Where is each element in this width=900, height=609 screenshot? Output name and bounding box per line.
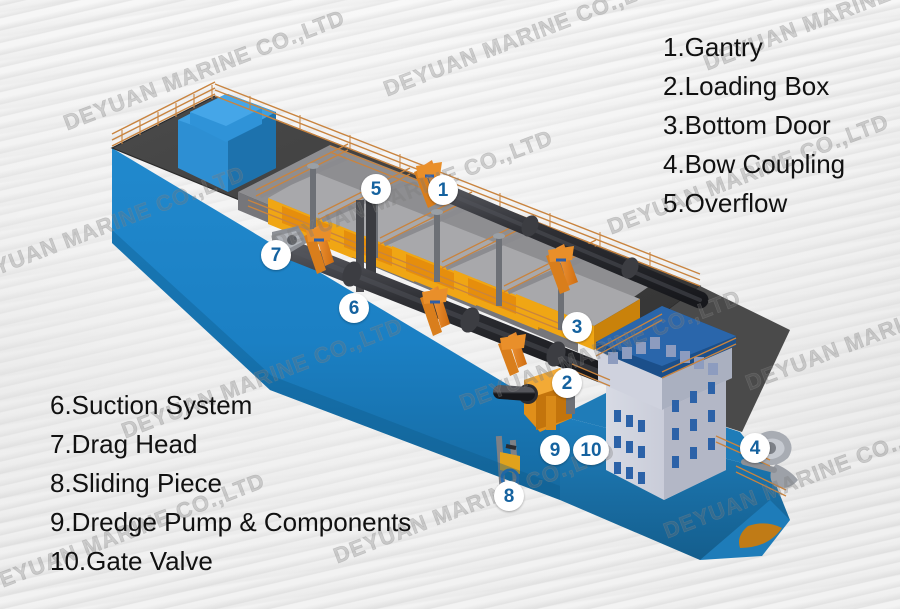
superstructure — [571, 306, 737, 500]
gantry-mid — [546, 244, 578, 294]
deck-railing-port — [111, 81, 216, 147]
legend-item-8: 8.Sliding Piece — [50, 468, 222, 498]
bulbous-bow — [739, 523, 782, 548]
legend-item-4: 4.Bow Coupling — [663, 149, 846, 179]
callout-badge-4[interactable]: 4 — [740, 433, 770, 463]
bridge-windows — [608, 337, 718, 375]
callout-badge-8[interactable]: 8 — [494, 481, 524, 511]
deck-railing-posts-port — [121, 85, 213, 144]
callout-badge-6[interactable]: 6 — [339, 293, 369, 323]
gantry-aft — [304, 224, 334, 274]
legend-item-9: 9.Dredge Pump & Components — [50, 507, 412, 537]
hull-waterline-shade — [112, 230, 560, 500]
callout-badge-10[interactable]: 10 — [573, 435, 609, 465]
legend-top-right: 1.Gantry 2.Loading Box 3.Bottom Door 4.B… — [663, 28, 845, 223]
legend-item-10: 10.Gate Valve — [50, 546, 213, 576]
legend-bottom-left: 6.Suction System 7.Drag Head 8.Sliding P… — [50, 386, 411, 581]
hull-port-side — [112, 148, 560, 500]
hopper-framework — [258, 155, 596, 295]
overflow-tower — [356, 182, 376, 292]
gantry-inner-2 — [498, 332, 527, 376]
callout-badge-1[interactable]: 1 — [428, 175, 458, 205]
legend-item-5: 5.Overflow — [663, 188, 788, 218]
gantry-inner-1 — [420, 286, 450, 336]
suction-pipe-assembly — [276, 177, 709, 390]
callout-badge-2[interactable]: 2 — [552, 368, 582, 398]
callout-badge-7[interactable]: 7 — [261, 240, 291, 270]
legend-item-6: 6.Suction System — [50, 390, 253, 420]
legend-item-1: 1.Gantry — [663, 32, 763, 62]
callout-badge-9[interactable]: 9 — [540, 435, 570, 465]
callout-badge-3[interactable]: 3 — [562, 312, 592, 342]
legend-item-7: 7.Drag Head — [50, 429, 198, 459]
legend-item-3: 3.Bottom Door — [663, 110, 831, 140]
accommodation-windows — [614, 382, 715, 484]
legend-item-2: 2.Loading Box — [663, 71, 830, 101]
callout-badge-5[interactable]: 5 — [361, 174, 391, 204]
